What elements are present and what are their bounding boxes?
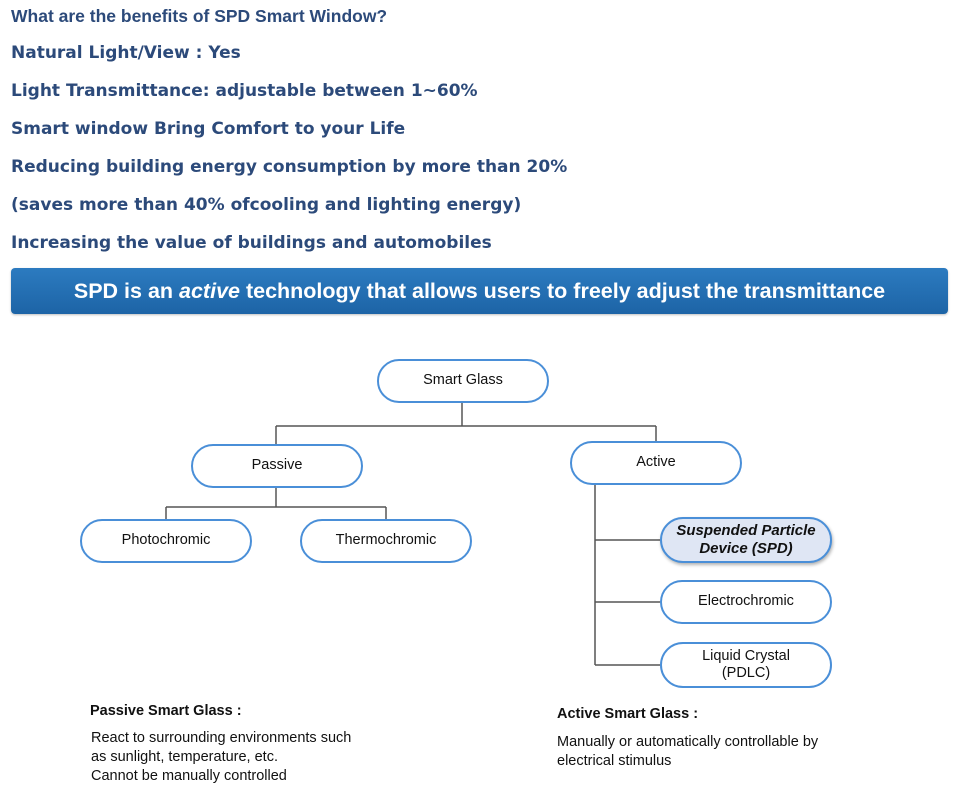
banner-emphasis: active xyxy=(179,279,240,303)
node-passive: Passive xyxy=(191,444,363,488)
node-photochromic: Photochromic xyxy=(80,519,252,563)
passive-note-title: Passive Smart Glass : xyxy=(90,703,242,719)
benefit-value: Increasing the value of buildings and au… xyxy=(11,233,492,253)
benefit-energy-savings: (saves more than 40% ofcooling and light… xyxy=(11,195,522,215)
banner-text-before: SPD is an xyxy=(73,279,180,303)
active-note-title: Active Smart Glass : xyxy=(557,706,699,722)
benefit-natural-light: Natural Light/View : Yes xyxy=(11,43,241,63)
node-active: Active xyxy=(570,441,742,485)
node-thermochromic: Thermochromic xyxy=(300,519,472,563)
node-liquid-crystal: Liquid Crystal (PDLC) xyxy=(660,642,832,688)
banner-text-after: technology that allows users to freely a… xyxy=(239,279,886,303)
benefit-energy-reduction: Reducing building energy consumption by … xyxy=(11,157,568,177)
node-spd: Suspended Particle Device (SPD) xyxy=(660,517,832,563)
active-note-text: Manually or automatically controllable b… xyxy=(557,734,819,769)
benefit-comfort: Smart window Bring Comfort to your Life xyxy=(11,119,406,139)
passive-note-text: React to surrounding environments such a… xyxy=(91,730,352,784)
benefit-light-transmittance: Light Transmittance: adjustable between … xyxy=(11,81,478,101)
node-electrochromic: Electrochromic xyxy=(660,580,832,624)
heading-question: What are the benefits of SPD Smart Windo… xyxy=(11,6,388,26)
spd-active-banner: SPD is an active technology that allows … xyxy=(11,268,948,314)
node-smart-glass: Smart Glass xyxy=(377,359,549,403)
